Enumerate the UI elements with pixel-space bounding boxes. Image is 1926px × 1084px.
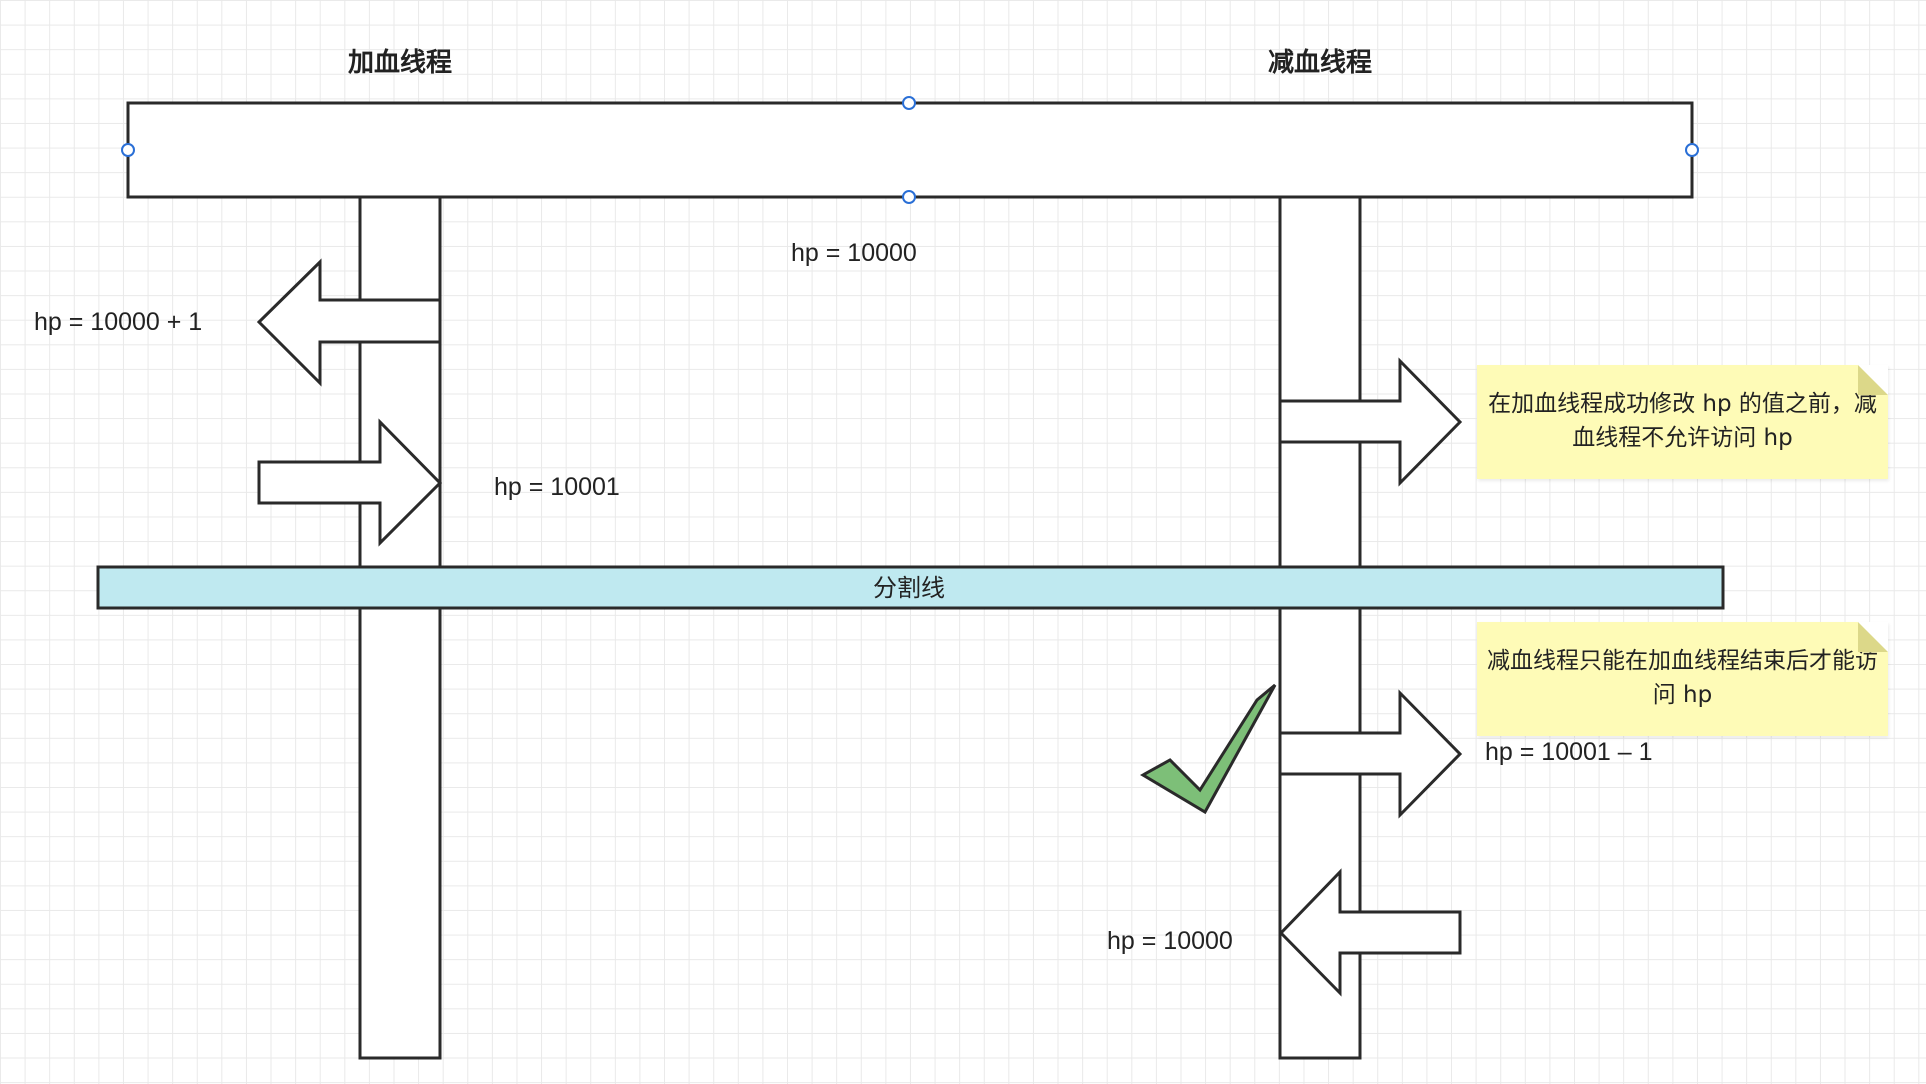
shared-hp-label: hp = 10000 xyxy=(791,239,917,267)
selection-handle-bottom[interactable] xyxy=(902,190,916,204)
sub-thread-title: 减血线程 xyxy=(1268,47,1373,77)
note-fold-icon xyxy=(1858,365,1888,395)
add-read-label: hp = 10000 + 1 xyxy=(34,308,203,336)
selection-handle-left[interactable] xyxy=(121,143,135,157)
add-write-label: hp = 10001 xyxy=(494,473,620,501)
note-blocked[interactable]: 在加血线程成功修改 hp 的值之前，减血线程不允许访问 hp xyxy=(1477,365,1888,479)
sub-write-arrow[interactable] xyxy=(1278,868,1462,997)
add-write-arrow[interactable] xyxy=(257,418,443,547)
sub-read-arrow-allowed[interactable] xyxy=(1278,689,1463,819)
divider-bar[interactable] xyxy=(96,565,1725,610)
selection-handles[interactable] xyxy=(121,96,1699,204)
selection-handle-right[interactable] xyxy=(1685,143,1699,157)
note-allowed-text: 减血线程只能在加血线程结束后才能访问 hp xyxy=(1487,648,1878,708)
check-icon xyxy=(1139,683,1277,815)
selection-handle-top[interactable] xyxy=(902,96,916,110)
sub-read-label: hp = 10001 – 1 xyxy=(1485,738,1653,766)
note-blocked-text: 在加血线程成功修改 hp 的值之前，减血线程不允许访问 hp xyxy=(1488,391,1877,451)
shared-resource-box[interactable] xyxy=(126,101,1694,199)
add-thread-title: 加血线程 xyxy=(348,47,453,77)
sub-write-label: hp = 10000 xyxy=(1107,927,1233,955)
divider-label: 分割线 xyxy=(873,574,945,602)
sub-read-arrow-blocked[interactable] xyxy=(1278,357,1463,487)
add-read-arrow[interactable] xyxy=(256,258,442,387)
note-fold-icon xyxy=(1858,622,1888,652)
note-allowed[interactable]: 减血线程只能在加血线程结束后才能访问 hp xyxy=(1477,622,1888,736)
